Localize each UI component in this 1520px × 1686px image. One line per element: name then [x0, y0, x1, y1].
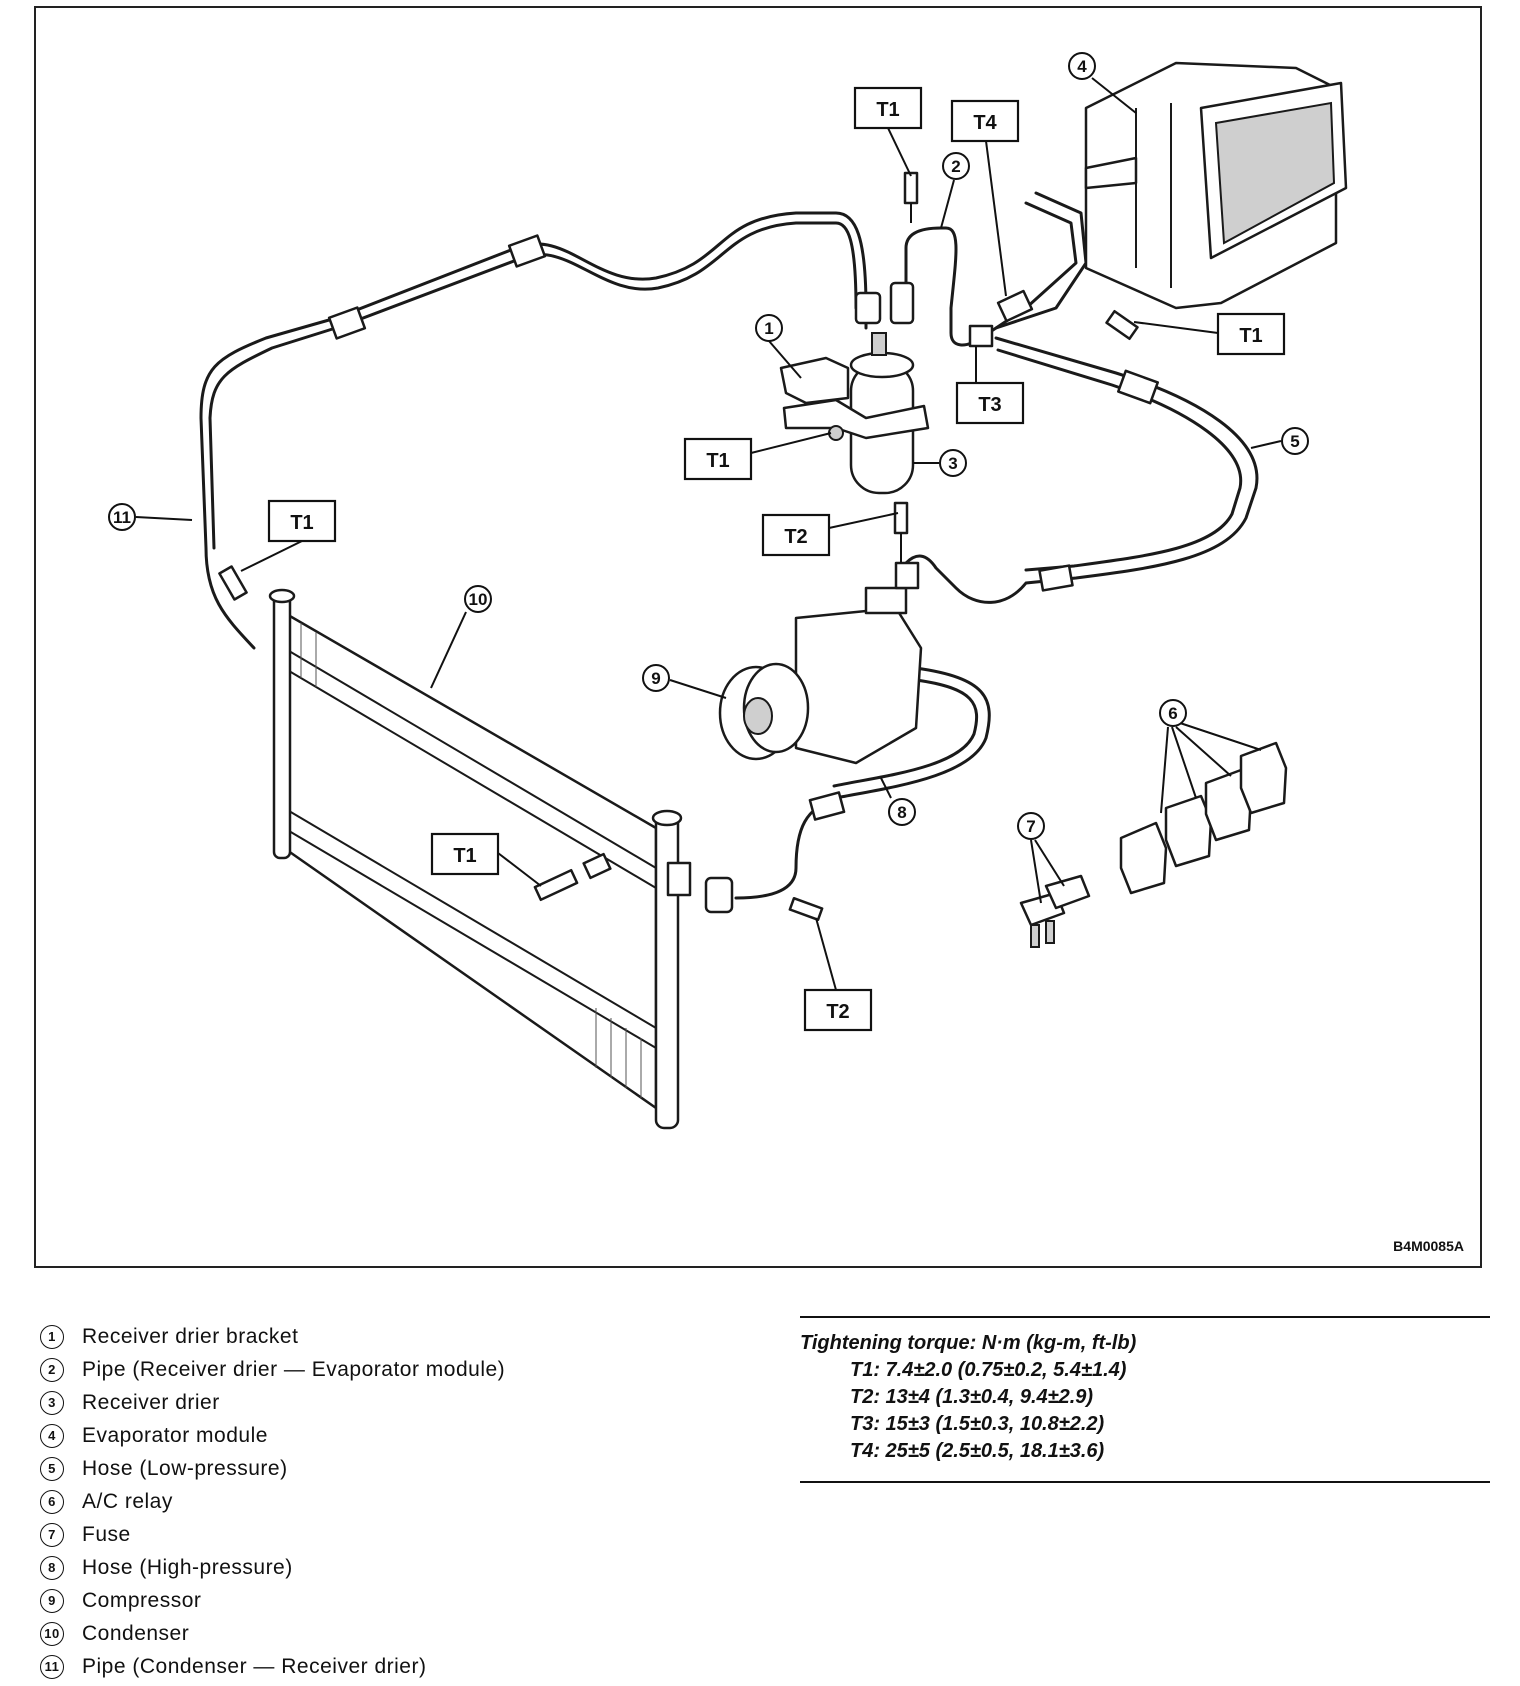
legend-label: Receiver drier bracket [82, 1324, 299, 1348]
torque-label-t1: T1 [876, 99, 899, 121]
legend-label: Evaporator module [82, 1423, 268, 1447]
callout-7: 7 [1026, 817, 1035, 836]
torque-box-t2-condenser [803, 988, 873, 1032]
hose-fitting [1117, 369, 1159, 405]
callout-10: 10 [469, 590, 488, 609]
callout-4: 4 [1077, 57, 1087, 76]
legend-label: Compressor [82, 1588, 202, 1612]
fuses [1019, 874, 1091, 948]
bolt-t1-right [1105, 309, 1139, 341]
torque-label-t1-condenser: T1 [453, 845, 476, 867]
callout-8: 8 [897, 803, 906, 822]
legend-label: Pipe (Receiver drier — Evaporator module… [82, 1357, 506, 1381]
bolt-t1-condenser [533, 852, 612, 902]
torque-box-t3 [955, 381, 1025, 425]
callout-1: 1 [764, 319, 773, 338]
torque-spec-title: Tightening torque: N·m (kg-m, ft-lb) [800, 1332, 1137, 1354]
callout-2: 2 [951, 157, 960, 176]
legend-label: A/C relay [82, 1489, 173, 1513]
pipe-receiver-drier-evaporator [904, 226, 983, 347]
pipe-clamp [327, 306, 367, 340]
pipe-condenser-receiver-drier [199, 211, 868, 650]
hose-fitting [808, 791, 846, 821]
legend-label: Hose (Low-pressure) [82, 1456, 288, 1480]
diagram-frame: T1 T4 T1 T3 T1 T2 T1 T1 T2 4 2 [34, 6, 1482, 1268]
torque-box-t1-left [267, 499, 337, 543]
torque-label-t2-compressor: T2 [784, 526, 807, 548]
legend-label: Fuse [82, 1522, 131, 1546]
hose-fitting [1038, 564, 1074, 592]
torque-box-t1-right [1216, 312, 1286, 356]
torque-box-t1-condenser [430, 832, 500, 876]
figure-code: B4M0085A [1393, 1238, 1464, 1254]
callout-6: 6 [1168, 704, 1177, 723]
legend-label: Receiver drier [82, 1390, 220, 1414]
bolt-t1-left [218, 565, 248, 601]
torque-spec-row-t4: T4: 25±5 (2.5±0.5, 18.1±3.6) [850, 1440, 1105, 1462]
legend-label: Pipe (Condenser — Receiver drier) [82, 1654, 427, 1678]
torque-label-t1-right: T1 [1239, 325, 1262, 347]
bolt-t2-condenser [788, 896, 824, 922]
callout-9: 9 [651, 669, 660, 688]
legend-label: Hose (High-pressure) [82, 1555, 293, 1579]
torque-spec-row-t2: T2: 13±4 (1.3±0.4, 9.4±2.9) [850, 1386, 1094, 1408]
torque-box-t1-bracket [683, 437, 753, 481]
torque-spec-table: Tightening torque: N·m (kg-m, ft-lb) T1:… [800, 1316, 1490, 1483]
callout-5: 5 [1290, 432, 1299, 451]
condenser-fins [300, 623, 642, 1098]
torque-box-t4 [950, 99, 1020, 143]
receiver-drier [849, 281, 915, 495]
bottom-rule [800, 1481, 1490, 1483]
torque-box-t1 [853, 86, 923, 130]
callout-3: 3 [948, 454, 957, 473]
legend-label: Condenser [82, 1621, 190, 1645]
t3-fitting [968, 324, 994, 348]
evaporator-module [1084, 61, 1348, 310]
receiver-drier-bracket [779, 356, 930, 440]
torque-label-t1-left: T1 [290, 512, 313, 534]
torque-label-t3: T3 [978, 394, 1001, 416]
ac-system-diagram: T1 T4 T1 T3 T1 T2 T1 T1 T2 4 2 [108, 52, 1348, 1130]
callout-11: 11 [113, 508, 131, 527]
pipe-clamp [507, 234, 547, 268]
t4-fitting [996, 289, 1034, 323]
bolt-t1-top [903, 171, 919, 223]
hose-low-pressure [904, 336, 1259, 604]
torque-box-t2-compressor [761, 513, 831, 557]
hose-high-pressure [734, 666, 991, 900]
top-rule [800, 1316, 1490, 1318]
ac-relays [1119, 741, 1288, 895]
torque-spec-row-t1: T1: 7.4±2.0 (0.75±0.2, 5.4±1.4) [850, 1359, 1127, 1381]
bolt-t2-compressor [893, 501, 909, 563]
torque-spec-row-t3: T3: 15±3 (1.5±0.3, 10.8±2.2) [850, 1413, 1105, 1435]
torque-label-t2-condenser: T2 [826, 1001, 849, 1023]
torque-label-t1-bracket: T1 [706, 450, 729, 472]
torque-label-t4: T4 [973, 112, 997, 134]
compressor [718, 561, 923, 765]
